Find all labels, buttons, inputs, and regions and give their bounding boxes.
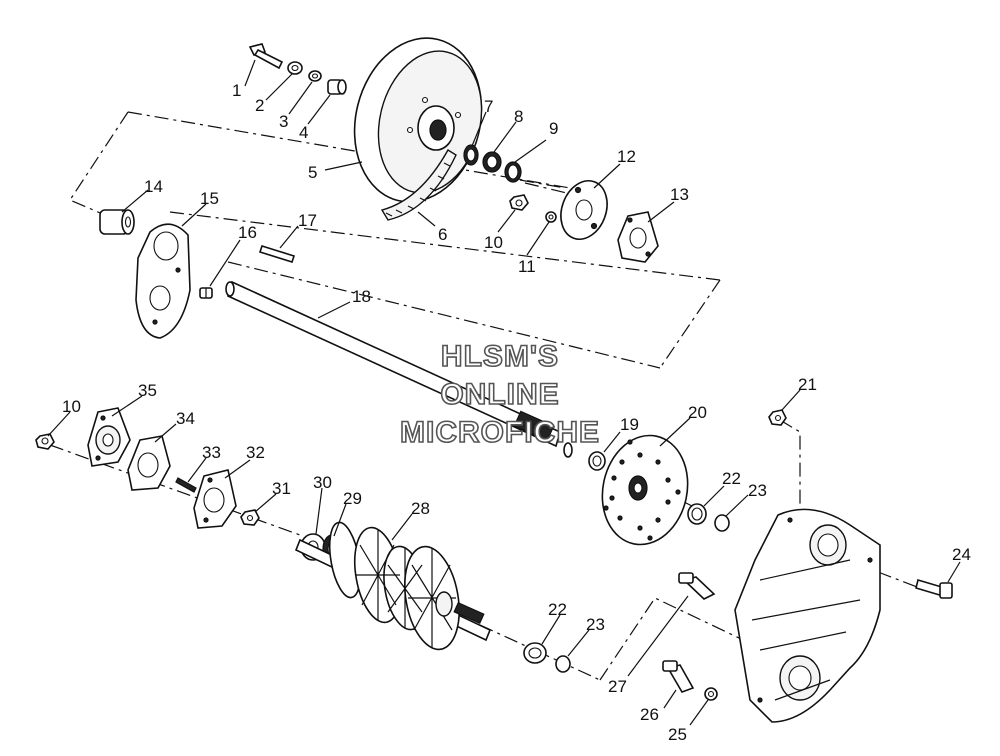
phantom-line-case-24	[877, 571, 926, 591]
part-12-bearing-plate	[560, 180, 608, 240]
part-24-bolt	[915, 578, 953, 599]
callout-19: 19	[620, 415, 639, 434]
callout-26: 26	[640, 705, 659, 724]
phantom-line-upper-mid	[169, 211, 721, 281]
callout-leaders	[47, 59, 961, 726]
part-28-track-drive-shaft	[294, 521, 492, 651]
phantom-line-upper-diag	[227, 261, 661, 369]
part-10-nut-lower	[35, 433, 55, 450]
callout-24: 24	[952, 545, 971, 564]
part-1-bolt	[248, 43, 284, 70]
part-17-key	[258, 245, 296, 263]
part-8-bearing	[482, 151, 502, 173]
callout-15: 15	[200, 189, 219, 208]
callout-2: 2	[255, 96, 264, 115]
phantom-line-case-21	[779, 419, 801, 505]
part-22-bearing-upper	[687, 503, 707, 525]
callout-33: 33	[202, 443, 221, 462]
part-13-flange	[617, 211, 659, 263]
part-5-drive-sprocket	[353, 37, 483, 203]
phantom-line-upper-top	[127, 111, 571, 189]
callout-32: 32	[246, 443, 265, 462]
part-2-washer	[287, 61, 303, 75]
part-4-spacer	[327, 79, 347, 95]
callout-25: 25	[668, 725, 687, 744]
part-15-case-plate	[135, 223, 191, 339]
callout-16: 16	[238, 223, 257, 242]
callout-23-lower: 23	[586, 615, 605, 634]
part-7-seal	[463, 144, 479, 166]
callout-5: 5	[308, 163, 317, 182]
callout-21: 21	[798, 375, 817, 394]
part-31-nut	[240, 509, 260, 526]
part-22-bearing-lower	[523, 642, 547, 664]
phantom-line-case-bolts	[599, 597, 761, 681]
callout-11: 11	[518, 257, 536, 276]
callout-10-upper: 10	[484, 233, 503, 252]
chaincase-housing	[734, 508, 881, 723]
part-23-oring-upper	[714, 514, 730, 532]
callout-1: 1	[232, 81, 241, 100]
phantom-line-upper-right	[659, 279, 721, 369]
part-16-screw	[199, 287, 213, 299]
callout-34: 34	[176, 409, 195, 428]
part-35-bearing-flange	[87, 407, 131, 467]
phantom-line-shaft-dc	[519, 179, 566, 189]
part-10-nut-upper	[509, 194, 529, 211]
callout-17: 17	[298, 211, 317, 230]
phantom-line-bearing-12	[524, 182, 576, 196]
part-27-bolt	[678, 572, 716, 600]
part-23-oring-lower	[555, 655, 571, 673]
callout-12: 12	[617, 147, 636, 166]
part-19-seal	[588, 451, 606, 471]
part-34-gasket	[127, 435, 171, 491]
callout-13: 13	[670, 185, 689, 204]
watermark: HLSM'S ONLINE MICROFICHE	[399, 339, 600, 450]
watermark-line-3: MICROFICHE	[400, 416, 600, 449]
callout-7: 7	[484, 97, 493, 116]
callout-28: 28	[411, 499, 430, 518]
part-32-flange	[193, 469, 237, 529]
part-3-lockwasher	[308, 70, 322, 82]
part-33-spring	[175, 477, 197, 493]
callout-9: 9	[549, 119, 558, 138]
callout-6: 6	[438, 225, 447, 244]
callout-18: 18	[352, 287, 371, 306]
callout-8: 8	[514, 107, 523, 126]
phantom-line-upper-left	[69, 111, 129, 216]
callout-29: 29	[343, 489, 362, 508]
callout-27: 27	[608, 677, 627, 696]
callout-4: 4	[299, 123, 308, 142]
callout-10-lower: 10	[62, 397, 81, 416]
callout-23-upper: 23	[748, 481, 767, 500]
part-20-disc-holes	[603, 439, 681, 541]
watermark-line-1: HLSM'S	[441, 340, 559, 373]
part-26-bolt	[662, 660, 695, 693]
part-18-drive-shaft	[225, 280, 573, 458]
callout-14: 14	[144, 177, 163, 196]
callout-35: 35	[138, 381, 157, 400]
part-9-ring	[504, 161, 522, 183]
part-20-brake-disc	[601, 434, 689, 546]
callout-22-lower: 22	[548, 600, 567, 619]
part-21-nut	[768, 409, 787, 426]
part-28-sprocket-spokes	[356, 530, 456, 648]
part-14-bearing	[99, 209, 135, 235]
callout-3: 3	[279, 112, 288, 131]
callout-31: 31	[272, 479, 291, 498]
part-6-chain	[380, 149, 457, 221]
callout-20: 20	[688, 403, 707, 422]
watermark-line-2: ONLINE	[440, 378, 559, 411]
callout-22-upper: 22	[722, 469, 741, 488]
part-25-washer	[704, 687, 718, 701]
part-11-washer	[545, 211, 557, 223]
callout-30: 30	[313, 473, 332, 492]
callout-labels: 1 2 3 4 5 6 7 8 9 10 11 12 13 14 15 16 1…	[62, 81, 971, 744]
